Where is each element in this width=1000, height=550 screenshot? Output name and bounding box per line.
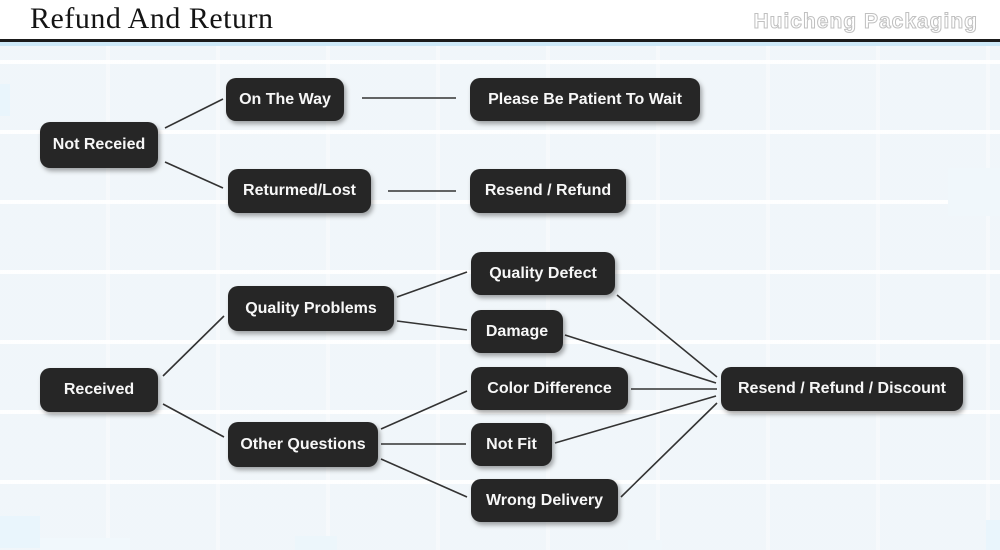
edge-not-fit-discount xyxy=(554,395,717,444)
background-patch xyxy=(0,84,10,116)
edge-not-received-on-the-way xyxy=(164,98,224,129)
node-quality-defect: Quality Defect xyxy=(471,252,615,295)
node-quality-problems: Quality Problems xyxy=(228,286,394,331)
background-patch xyxy=(40,538,130,550)
edge-not-received-returned-lost xyxy=(164,161,224,189)
header-divider-blue xyxy=(0,42,1000,46)
edge-quality-problems-damage xyxy=(396,320,468,331)
background-patch xyxy=(628,540,662,550)
background-patch xyxy=(0,516,40,548)
edge-quality-defect-discount xyxy=(616,294,718,378)
background-patch xyxy=(295,536,337,550)
header-divider-dark xyxy=(0,39,1000,42)
node-please-be-patient: Please Be Patient To Wait xyxy=(470,78,700,121)
node-not-fit: Not Fit xyxy=(471,423,552,466)
edge-wrong-delivery-discount xyxy=(620,402,718,498)
node-color-difference: Color Difference xyxy=(471,367,628,410)
edge-damage-discount xyxy=(564,334,717,384)
node-on-the-way: On The Way xyxy=(226,78,344,121)
node-resend-refund-discount: Resend / Refund / Discount xyxy=(721,367,963,411)
node-resend-refund: Resend / Refund xyxy=(470,169,626,213)
node-returned-lost: Returmed/Lost xyxy=(228,169,371,213)
node-not-received: Not Receied xyxy=(40,122,158,168)
edge-other-questions-color-difference xyxy=(380,390,468,430)
node-wrong-delivery: Wrong Delivery xyxy=(471,479,618,522)
brand-watermark: Huicheng Packaging xyxy=(753,10,978,34)
node-received: Received xyxy=(40,368,158,412)
page-title: Refund And Return xyxy=(30,2,274,35)
background-patch xyxy=(948,168,1000,216)
background-patch xyxy=(986,520,1000,550)
header-bar: Refund And Return Huicheng Packaging xyxy=(0,0,1000,39)
node-damage: Damage xyxy=(471,310,563,353)
edge-other-questions-wrong-delivery xyxy=(380,458,468,498)
edge-received-other-questions xyxy=(162,403,225,438)
edge-received-quality-problems xyxy=(162,315,225,377)
edge-quality-problems-quality-defect xyxy=(396,271,468,298)
node-other-questions: Other Questions xyxy=(228,422,378,467)
